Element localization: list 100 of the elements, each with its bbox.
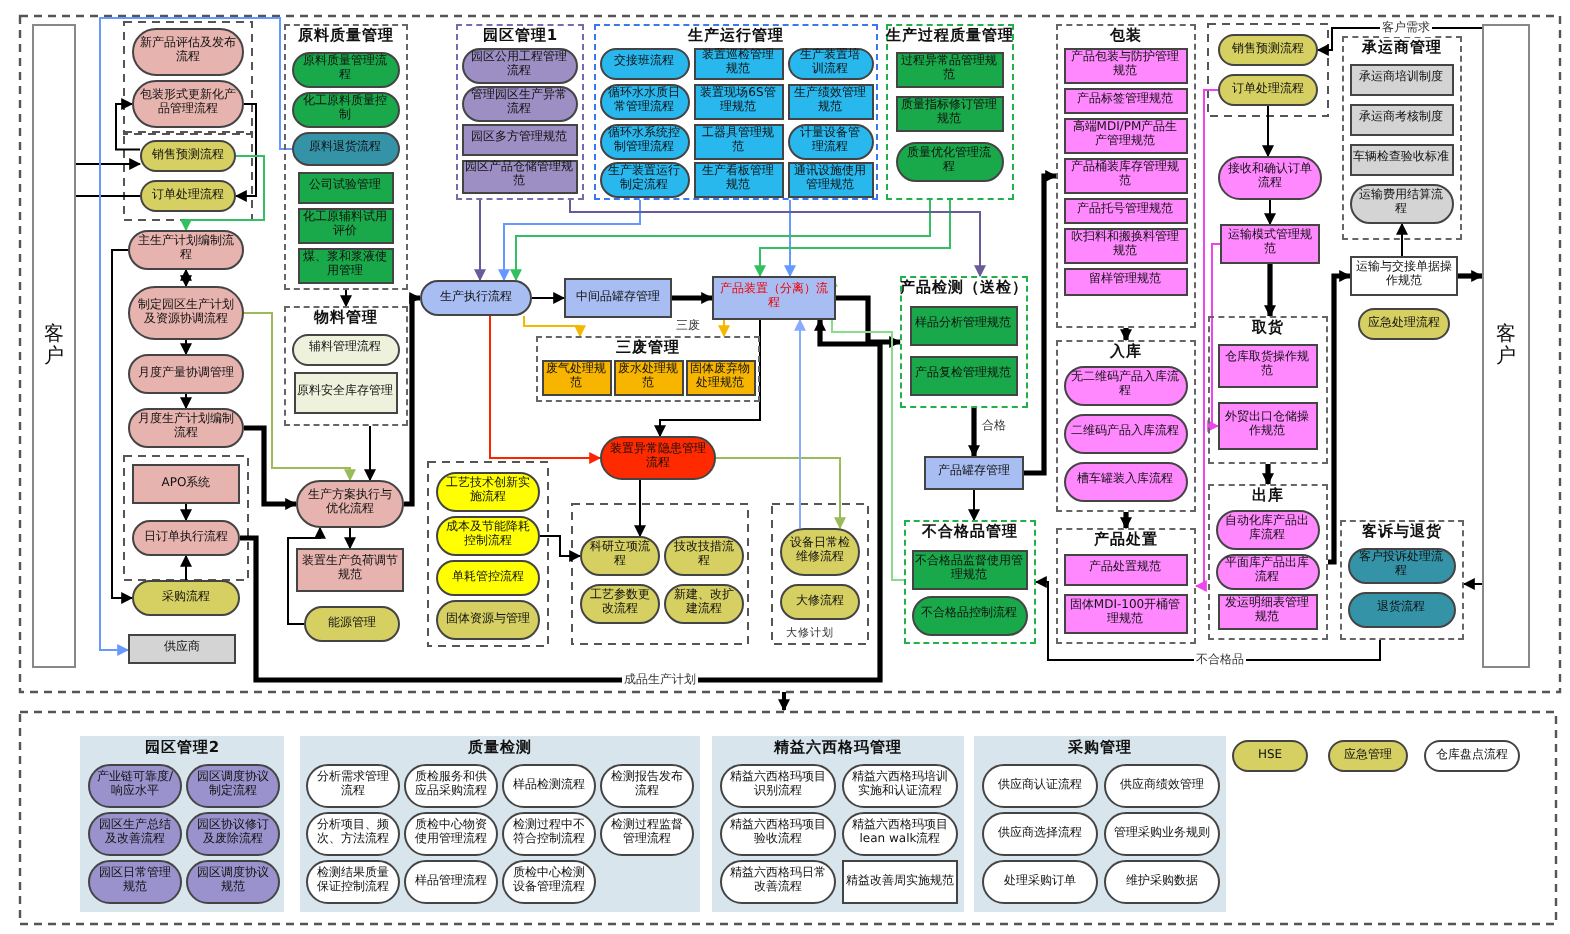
process-pill	[842, 764, 958, 808]
process-pill	[1218, 34, 1318, 66]
process-box	[1349, 143, 1453, 175]
process-pill	[600, 436, 716, 480]
arrow	[234, 103, 257, 202]
arrow	[1262, 105, 1274, 158]
group-frame	[1208, 316, 1328, 464]
group-panel	[974, 736, 1226, 912]
arrow	[344, 527, 356, 550]
process-pill	[1063, 413, 1187, 453]
process-pill	[88, 812, 182, 856]
process-pill	[291, 333, 399, 365]
process-pill	[436, 600, 540, 640]
process-pill	[599, 123, 689, 159]
process-pill	[599, 47, 689, 79]
process-pill	[600, 812, 694, 856]
process-pill	[291, 51, 399, 87]
arrow	[489, 315, 602, 464]
process-pill	[720, 812, 836, 856]
process-pill	[787, 47, 873, 79]
arrow	[340, 289, 352, 308]
process-pill	[842, 812, 958, 856]
process-box	[842, 860, 958, 904]
process-box	[461, 123, 577, 155]
process-pill	[140, 180, 236, 212]
process-box	[909, 305, 1017, 345]
process-pill	[88, 764, 182, 808]
group-frame	[1056, 340, 1196, 512]
process-pill	[420, 280, 532, 316]
process-pill	[461, 85, 577, 121]
process-pill	[291, 91, 399, 127]
process-pill	[911, 595, 1027, 635]
process-box	[1063, 47, 1187, 83]
process-pill	[1104, 812, 1220, 856]
process-box	[132, 464, 240, 504]
arrow	[180, 339, 192, 356]
process-box	[693, 47, 783, 79]
group-frame	[886, 24, 1014, 200]
process-box	[693, 123, 783, 159]
process-pill	[436, 472, 540, 512]
arrow	[111, 249, 134, 604]
process-pill	[502, 812, 596, 856]
process-box	[1217, 593, 1317, 629]
process-pill	[787, 123, 873, 159]
process-pill	[461, 47, 577, 83]
process-box	[1063, 157, 1187, 193]
arrow	[498, 199, 641, 282]
arrow	[1458, 270, 1484, 282]
arrow	[1264, 199, 1276, 226]
process-pill	[664, 536, 744, 576]
group-frame	[594, 24, 878, 200]
process-pill	[720, 764, 836, 808]
process-pill	[1424, 740, 1520, 772]
process-box	[909, 355, 1017, 395]
process-pill	[306, 860, 400, 904]
arrow	[523, 315, 586, 338]
process-pill	[580, 584, 660, 624]
process-box	[1349, 103, 1453, 135]
process-pill	[186, 812, 280, 856]
process-box	[1217, 343, 1317, 387]
node-label: 客户	[44, 324, 64, 368]
arrow	[1264, 264, 1276, 318]
group-frame	[284, 306, 408, 426]
process-box	[924, 456, 1024, 490]
process-pill	[128, 408, 244, 448]
process-pill	[1215, 509, 1319, 549]
process-pill	[128, 230, 244, 270]
process-pill	[186, 860, 280, 904]
process-pill	[720, 860, 836, 904]
process-pill	[1104, 860, 1220, 904]
process-pill	[580, 536, 660, 576]
arrow	[654, 319, 761, 438]
process-pill	[1063, 461, 1187, 501]
process-pill	[132, 580, 240, 616]
arrow	[474, 199, 486, 282]
process-box	[1217, 401, 1317, 449]
arrow	[115, 98, 141, 151]
arrow	[539, 535, 582, 562]
arrow	[1462, 578, 1483, 590]
process-pill	[404, 764, 498, 808]
group-frame	[284, 24, 408, 290]
process-box	[296, 548, 404, 592]
arrow	[1194, 89, 1219, 592]
process-pill	[132, 520, 240, 556]
process-pill	[780, 528, 860, 576]
process-box	[1063, 553, 1187, 585]
process-pill	[1328, 740, 1408, 772]
process-pill	[502, 860, 596, 904]
node-label: 客户	[1496, 324, 1516, 368]
process-pill	[304, 606, 400, 642]
process-pill	[1218, 74, 1318, 106]
process-pill	[404, 860, 498, 904]
process-box	[564, 278, 672, 318]
arrow	[1328, 270, 1352, 565]
process-pill	[1358, 308, 1450, 340]
group-frame	[900, 276, 1028, 408]
arrow	[180, 503, 192, 522]
process-pill	[1349, 183, 1453, 223]
group-frame	[1056, 24, 1196, 328]
process-box	[1063, 87, 1187, 113]
